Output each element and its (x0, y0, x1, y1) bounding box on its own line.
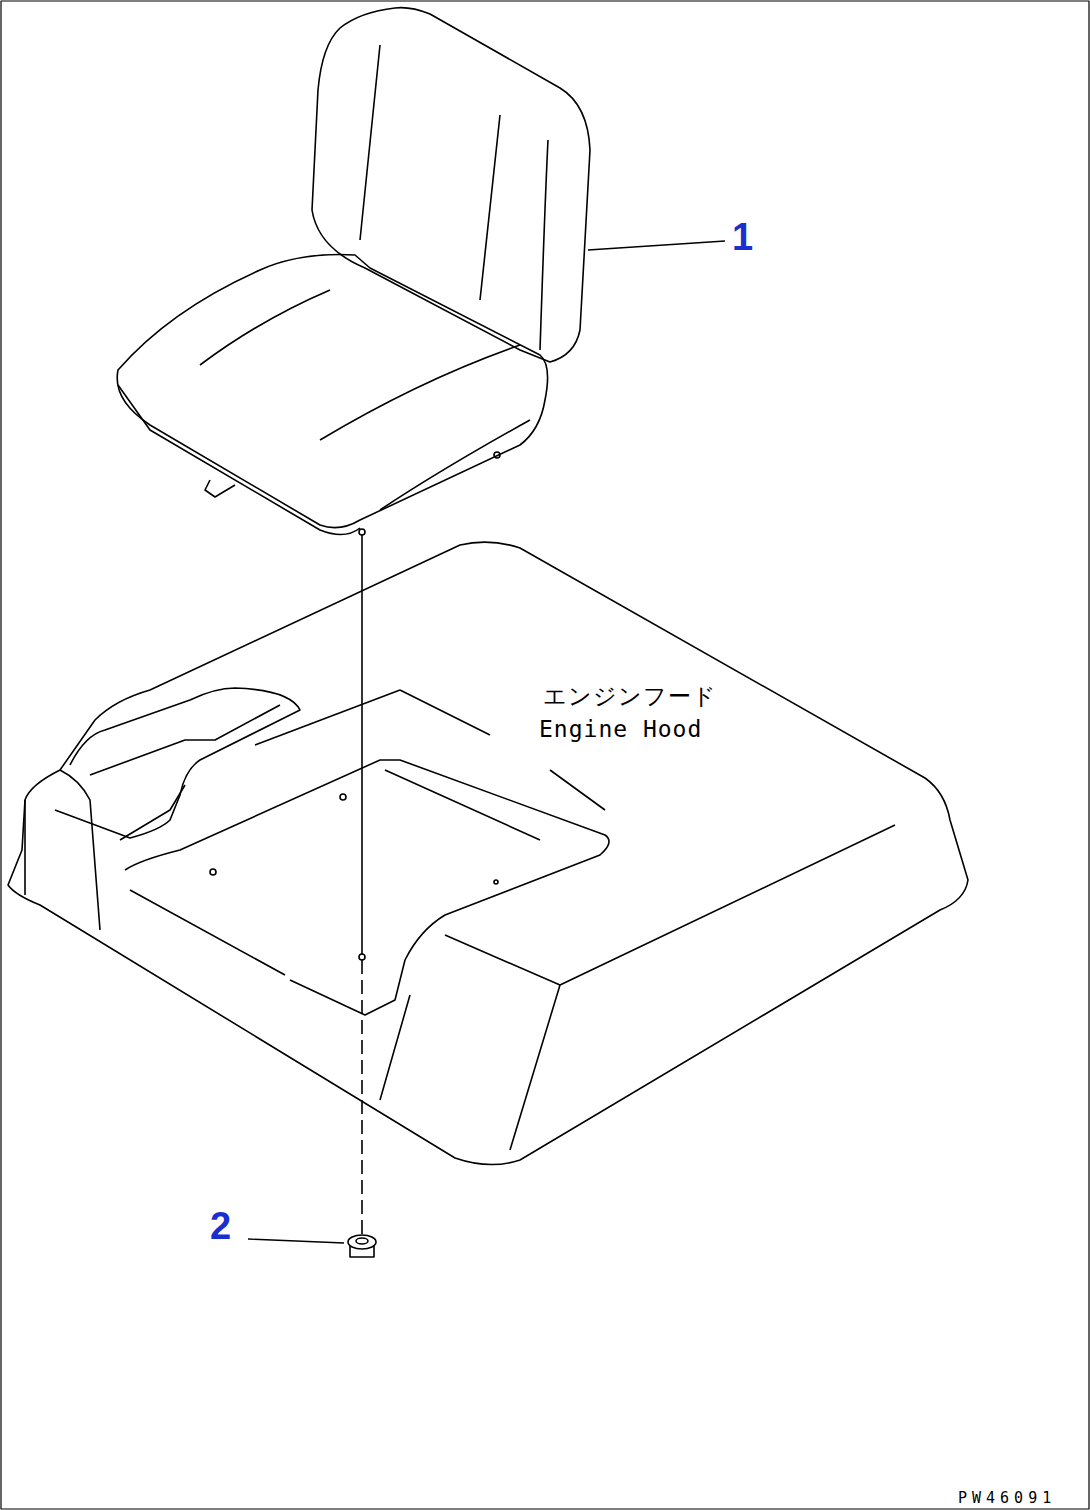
callout-number: 2 (210, 1207, 231, 1245)
drawing-code: PW46091 (958, 1491, 1056, 1506)
callout-number: 1 (732, 218, 753, 256)
part-name: Engine Hood (536, 717, 705, 742)
part-name: エンジンフード (540, 684, 720, 709)
engine-hood (8, 542, 968, 1164)
bolt-line (359, 535, 365, 1235)
nut (348, 1235, 376, 1257)
leader-lines (248, 241, 725, 1243)
seat (117, 8, 590, 535)
